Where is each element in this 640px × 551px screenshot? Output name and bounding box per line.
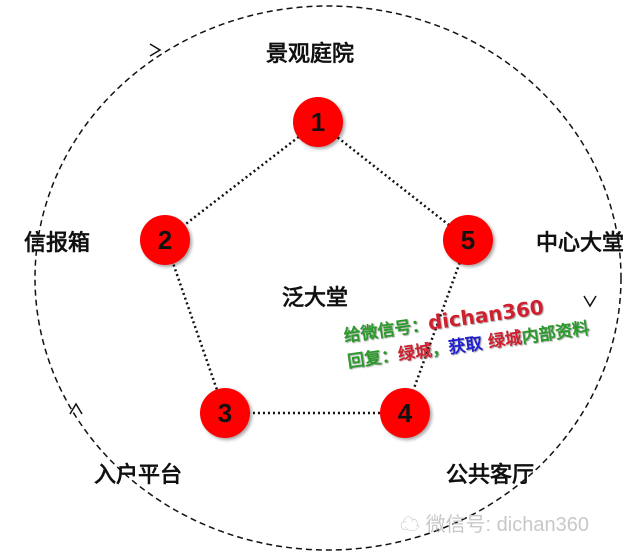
pentagon-path [163, 120, 470, 415]
label-ruhu-pingtai: 入户平台 [93, 463, 183, 488]
wm-reply: 回复： [346, 345, 400, 373]
outer-cycle [34, 5, 622, 551]
arrow-icon [583, 295, 597, 308]
arrow-icon [149, 43, 162, 57]
node-5: 5 [443, 215, 493, 265]
label-zhongxin-datang: 中心大堂 [535, 231, 625, 256]
wm-a: 绿城 [396, 340, 434, 366]
wm-b: 获取 [447, 333, 484, 359]
arrow-icon [69, 402, 83, 415]
label-jingguan-tingyuan: 景观庭院 [265, 42, 355, 67]
node-2: 2 [140, 215, 190, 265]
label-xinbaoxiang: 信报箱 [23, 231, 91, 256]
node-1: 1 [293, 97, 343, 147]
wm-c: 绿城 [486, 328, 524, 353]
footer-text: 微信号: dichan360 [425, 514, 589, 536]
label-gonggong-keting: 公共客厅 [445, 463, 535, 488]
node-3: 3 [200, 388, 250, 438]
center-label: 泛大堂 [281, 286, 349, 311]
node-4: 4 [380, 388, 430, 438]
wechat-icon: ☁ [400, 514, 420, 536]
footer-watermark: ☁ 微信号: dichan360 [400, 508, 589, 537]
